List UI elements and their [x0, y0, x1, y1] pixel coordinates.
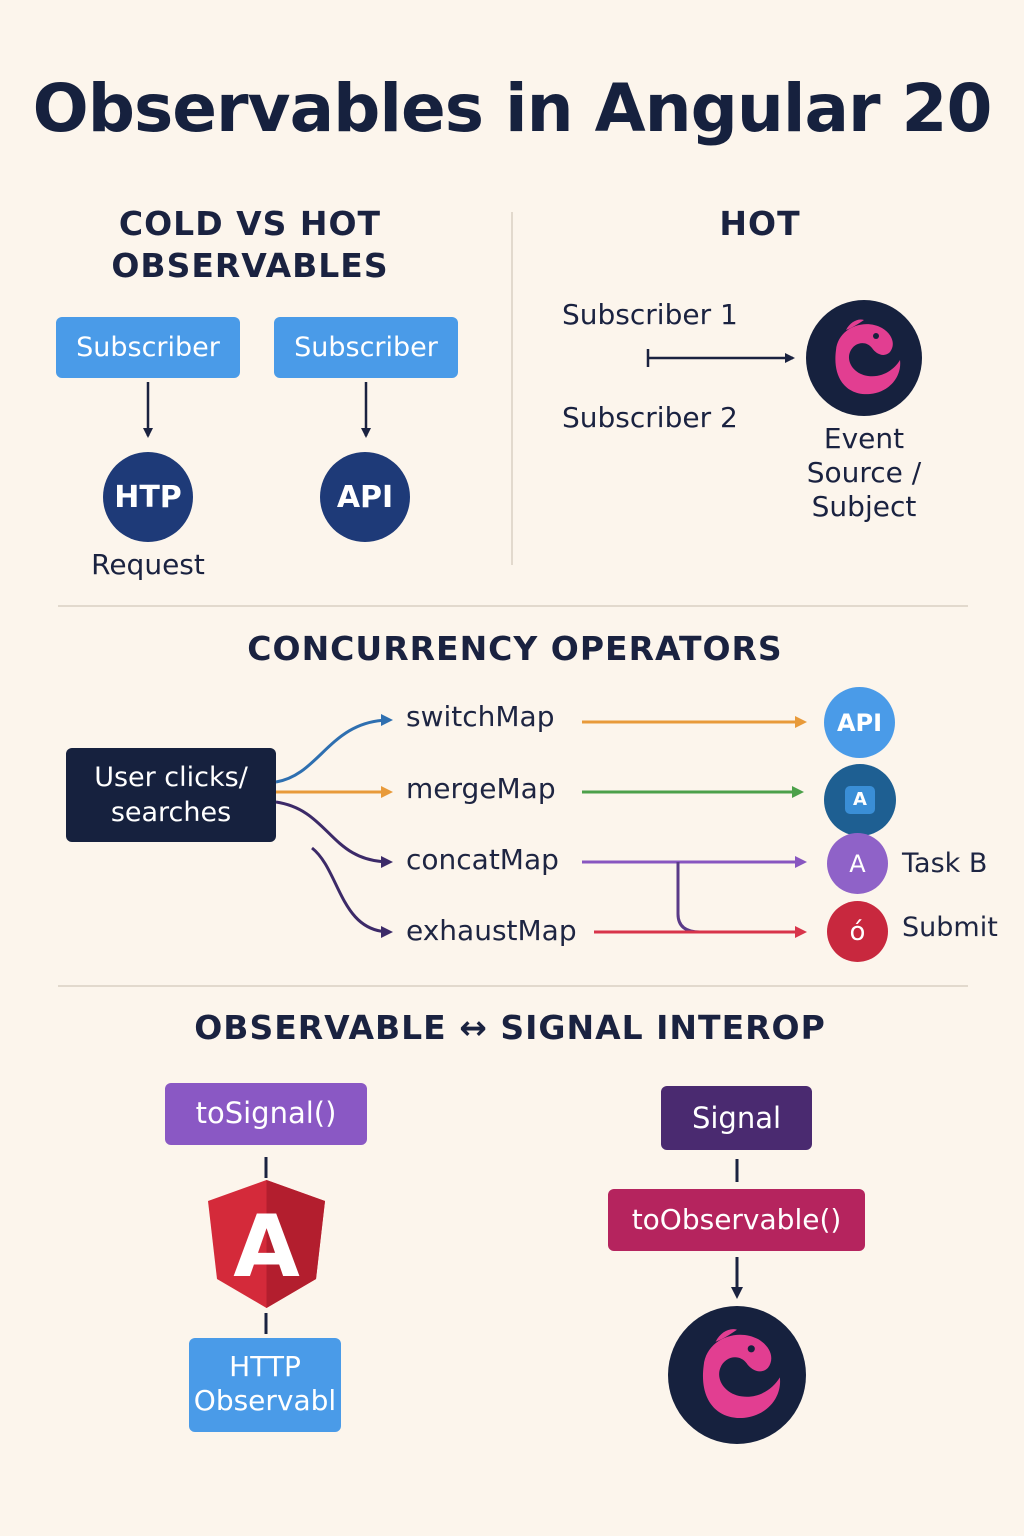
- rxjs-logo-bottom-icon: [668, 1306, 806, 1444]
- angular-letter: A: [233, 1197, 300, 1297]
- http-observable-box: HTTP Observabl: [189, 1338, 341, 1432]
- concatmap-target-label: Task B: [902, 848, 988, 879]
- cold-right-circle: API: [320, 452, 410, 542]
- user-clicks-source: User clicks/ searches: [66, 748, 276, 842]
- concat-to-exhaust-link: [676, 862, 701, 934]
- hot-source-caption: Event Source / Subject: [790, 422, 938, 524]
- interop-connectors: [264, 1157, 743, 1334]
- signal-box: Signal: [661, 1086, 812, 1150]
- op-mergemap: mergeMap: [406, 772, 556, 805]
- cold-hot-heading: COLD VS HOT OBSERVABLES: [60, 203, 440, 287]
- concatmap-curve: [275, 800, 393, 868]
- cold-right-subscriber: Subscriber: [274, 317, 458, 378]
- section-divider-1: [58, 605, 968, 607]
- hot-source-line2: Source /: [806, 456, 922, 489]
- switchmap-target-api: API: [824, 687, 895, 758]
- http-line1: HTTP: [229, 1350, 301, 1383]
- hot-source-line1: Event: [823, 422, 905, 455]
- exhaustmap-curve: [311, 846, 393, 938]
- hot-subscriber-1: Subscriber 1: [562, 298, 738, 331]
- exhaustmap-target: ó: [827, 901, 888, 962]
- hot-source-line3: Subject: [811, 490, 917, 523]
- section-divider-2: [58, 985, 968, 987]
- rxjs-logo-icon: [806, 300, 922, 416]
- to-signal-box: toSignal(): [165, 1083, 367, 1145]
- cold-left-subscriber: Subscriber: [56, 317, 240, 378]
- cold-left-circle: HTP: [103, 452, 193, 542]
- mergemap-target: A: [824, 764, 896, 836]
- user-clicks-line1: User clicks/: [94, 762, 248, 793]
- page-title: Observables in Angular 20: [32, 70, 993, 147]
- interop-heading: OBSERVABLE ↔ SIGNAL INTEROP: [194, 1008, 826, 1047]
- exhaustmap-target-label: Submit: [902, 912, 998, 943]
- op-concatmap: concatMap: [406, 843, 559, 876]
- op-switchmap: switchMap: [406, 700, 555, 733]
- to-observable-box: toObservable(): [608, 1189, 865, 1251]
- angular-logo-icon: A: [208, 1180, 325, 1308]
- hot-heading: HOT: [719, 204, 801, 243]
- user-clicks-line2: searches: [110, 797, 232, 828]
- http-line2: Observabl: [193, 1384, 337, 1417]
- cold-left-caption: Request: [91, 548, 205, 581]
- cold-hot-heading-line2: OBSERVABLES: [111, 246, 389, 285]
- concurrency-arrows: [275, 714, 807, 938]
- mergemap-target-badge-icon: A: [845, 786, 875, 814]
- cold-hot-heading-line1: COLD VS HOT: [118, 204, 382, 243]
- cold-hot-arrows: [143, 212, 795, 565]
- op-exhaustmap: exhaustMap: [406, 914, 577, 947]
- concatmap-target: A: [827, 833, 888, 894]
- concurrency-heading: CONCURRENCY OPERATORS: [247, 629, 783, 668]
- switchmap-curve: [275, 714, 393, 784]
- hot-subscriber-2: Subscriber 2: [562, 401, 738, 434]
